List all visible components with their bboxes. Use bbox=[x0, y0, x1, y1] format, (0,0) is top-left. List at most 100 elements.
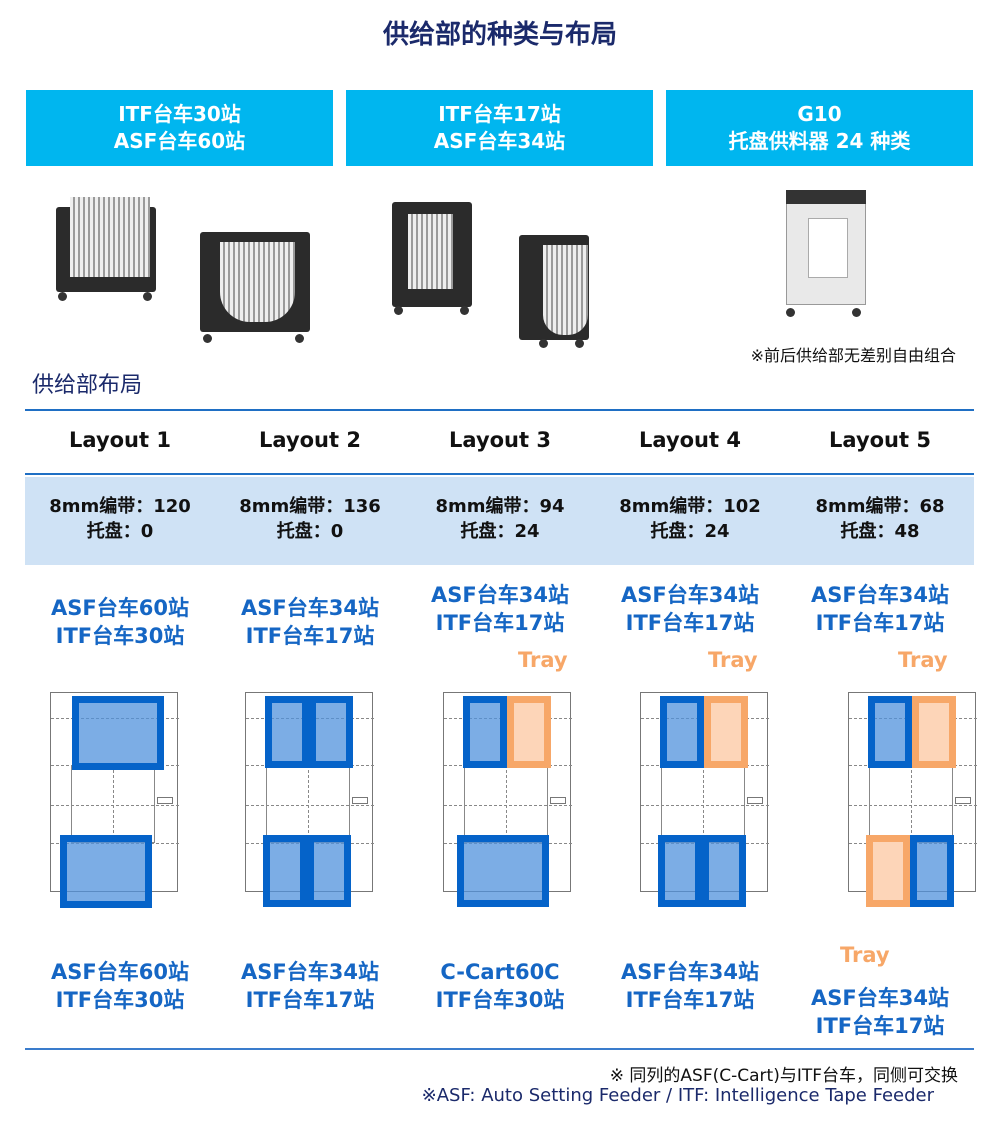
outline-handle bbox=[157, 797, 173, 804]
layout-diagram bbox=[848, 692, 977, 908]
itf-slot-top-full bbox=[72, 696, 164, 770]
front-feeder-label: ASF台车34站 ITF台车17站 bbox=[405, 581, 595, 637]
label-line: ITF台车30站 bbox=[435, 988, 565, 1012]
divider bbox=[25, 1048, 974, 1050]
feeder-type-itf17-asf34: ITF台车17站 ASF台车34站 bbox=[346, 90, 653, 166]
layout-title: Layout 4 bbox=[639, 428, 741, 452]
label-line: ITF台车17站 bbox=[435, 611, 565, 635]
asf-slot-bottom-left bbox=[263, 835, 307, 907]
free-combination-note: ※前后供给部无差别自由组合 bbox=[750, 346, 956, 365]
outline-handle bbox=[747, 797, 763, 804]
outline-line bbox=[246, 805, 374, 806]
tray-slot-top-right bbox=[704, 696, 748, 768]
asf60-cart-image bbox=[195, 222, 320, 347]
outline-line bbox=[911, 765, 912, 843]
label-line: ASF台车34站 bbox=[811, 986, 949, 1010]
label-line: ITF台车17站 bbox=[625, 988, 755, 1012]
tray-label: Tray bbox=[518, 648, 568, 672]
label-line: ITF台车30站 bbox=[55, 988, 185, 1012]
layout-diagram bbox=[50, 692, 179, 908]
footnote-abbreviations: ※ASF: Auto Setting Feeder / ITF: Intelli… bbox=[421, 1085, 934, 1106]
tray-count: 托盘：24 bbox=[460, 521, 540, 542]
label-line: ITF台车17站 bbox=[625, 611, 755, 635]
label-line: ASF台车34站 bbox=[811, 583, 949, 607]
itf-slot-bottom-right bbox=[307, 835, 351, 907]
label-line: ASF台车60站 bbox=[51, 596, 189, 620]
outline-handle bbox=[550, 797, 566, 804]
feeder-type-line: ITF台车30站 bbox=[118, 102, 241, 126]
front-feeder-label: ASF台车34站 ITF台车17站 bbox=[215, 594, 405, 650]
feeder-type-line: ASF台车34站 bbox=[433, 129, 566, 153]
label-line: ITF台车17站 bbox=[245, 624, 375, 648]
outline-handle bbox=[352, 797, 368, 804]
tape-count: 8mm编带：120 bbox=[49, 496, 191, 517]
rear-feeder-label: ASF台车34站 ITF台车17站 bbox=[595, 958, 785, 1014]
tray-slot-bottom-left bbox=[866, 835, 910, 907]
label-line: C-Cart60C bbox=[440, 960, 560, 984]
label-line: ASF台车60站 bbox=[51, 960, 189, 984]
itf-slot-bottom-right bbox=[702, 835, 746, 907]
label-line: ASF台车34站 bbox=[241, 596, 379, 620]
tray-count: 托盘：0 bbox=[276, 521, 344, 542]
section-heading: 供给部布局 bbox=[32, 373, 143, 398]
feeder-type-line: ITF台车17站 bbox=[438, 102, 561, 126]
outline-line bbox=[849, 805, 977, 806]
rear-feeder-label: C-Cart60C ITF台车30站 bbox=[405, 958, 595, 1014]
feeder-type-g10-tray: G10 托盘供料器 24 种类 bbox=[666, 90, 973, 166]
tray-slot-top-right bbox=[912, 696, 956, 768]
asf-slot-bottom-left bbox=[658, 835, 702, 907]
layout-capacity: 8mm编带：120 托盘：0 bbox=[25, 494, 215, 544]
label-line: ITF台车17站 bbox=[815, 1014, 945, 1038]
outline-line bbox=[869, 765, 953, 843]
layout-diagram bbox=[443, 692, 572, 908]
outline-line bbox=[266, 765, 350, 843]
rear-feeder-label: ASF台车34站 ITF台车17站 bbox=[785, 984, 975, 1040]
divider bbox=[25, 473, 974, 475]
tape-count: 8mm编带：94 bbox=[435, 496, 565, 517]
capacity-band bbox=[25, 477, 974, 565]
asf34-cart-image bbox=[515, 225, 610, 355]
layout-title: Layout 3 bbox=[449, 428, 551, 452]
tape-count: 8mm编带：102 bbox=[619, 496, 761, 517]
g10-tray-feeder-image bbox=[778, 190, 878, 320]
label-line: ITF台车17站 bbox=[815, 611, 945, 635]
label-line: ASF台车34站 bbox=[241, 960, 379, 984]
ccart-slot-bottom-wide bbox=[457, 835, 549, 907]
front-feeder-label: ASF台车34站 ITF台车17站 bbox=[785, 581, 975, 637]
outline-line bbox=[464, 765, 548, 843]
outline-line bbox=[113, 765, 114, 843]
label-line: ASF台车34站 bbox=[431, 583, 569, 607]
tray-label: Tray bbox=[840, 943, 890, 967]
feeder-type-line: G10 bbox=[797, 102, 842, 126]
layout-diagram bbox=[640, 692, 769, 908]
layout-title: Layout 5 bbox=[829, 428, 931, 452]
itf-slot-bottom-right bbox=[910, 835, 954, 907]
outline-line bbox=[703, 765, 704, 843]
itf17-cart-image bbox=[388, 192, 478, 322]
feeder-type-line: ASF台车60站 bbox=[113, 129, 246, 153]
tape-count: 8mm编带：68 bbox=[815, 496, 945, 517]
layout-title: Layout 2 bbox=[259, 428, 361, 452]
outline-line bbox=[641, 805, 769, 806]
tray-label: Tray bbox=[708, 648, 758, 672]
asf-slot-top-left bbox=[660, 696, 704, 768]
feeder-type-line: 托盘供料器 24 种类 bbox=[728, 129, 911, 153]
label-line: ASF台车34站 bbox=[621, 960, 759, 984]
itf-slot-top-right bbox=[309, 696, 353, 768]
feeder-type-itf30-asf60: ITF台车30站 ASF台车60站 bbox=[26, 90, 333, 166]
tray-count: 托盘：0 bbox=[86, 521, 154, 542]
tray-label: Tray bbox=[898, 648, 948, 672]
asf-slot-top-left bbox=[868, 696, 912, 768]
asf-slot-bottom-full bbox=[60, 835, 152, 908]
outline-handle bbox=[955, 797, 971, 804]
footnote-exchange: ※ 同列的ASF(C-Cart)与ITF台车，同侧可交换 bbox=[609, 1066, 958, 1086]
asf-slot-top-left bbox=[463, 696, 507, 768]
itf30-cart-image bbox=[48, 192, 168, 310]
layout-diagram bbox=[245, 692, 374, 908]
